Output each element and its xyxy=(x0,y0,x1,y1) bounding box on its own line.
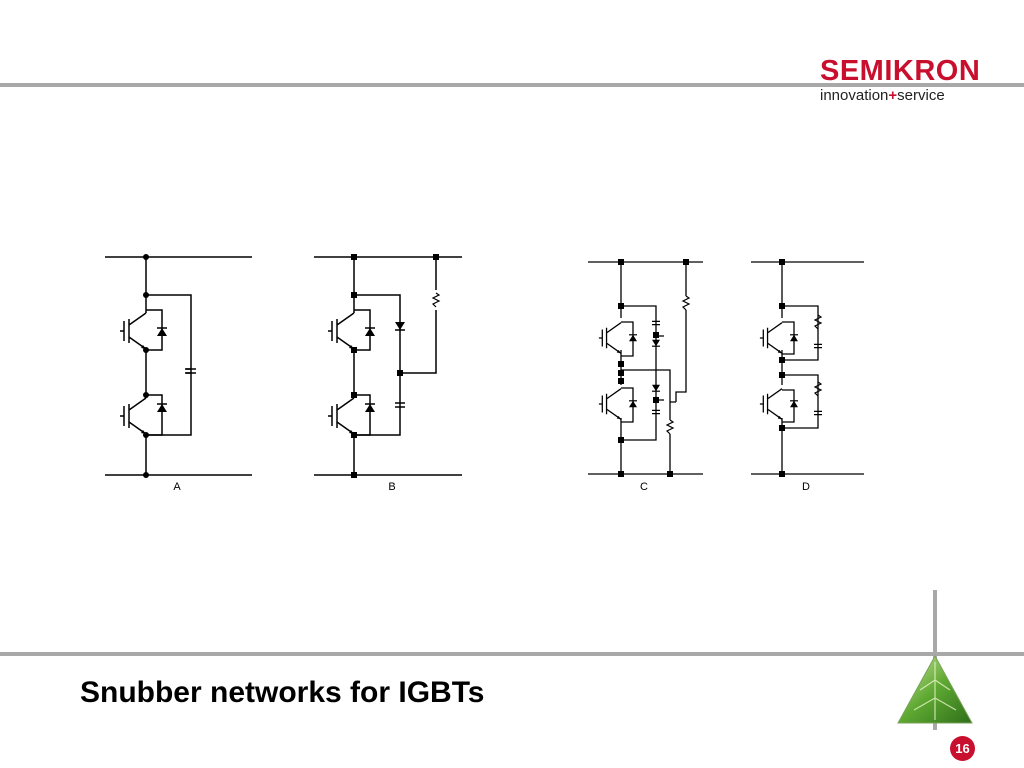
circuit-a xyxy=(105,256,252,476)
top-rule xyxy=(0,83,1024,87)
circuit-d-parts xyxy=(759,259,823,477)
circuit-c xyxy=(588,261,703,475)
slide-title: Snubber networks for IGBTs xyxy=(80,676,485,709)
circuit-a-parts xyxy=(119,254,197,478)
page-number-badge: 16 xyxy=(950,736,975,761)
logo-wordmark: SEMIKRON xyxy=(820,55,981,87)
circuit-b-parts xyxy=(327,254,440,478)
circuit-c-parts xyxy=(598,259,690,477)
circuit-b xyxy=(314,256,462,476)
circuit-d xyxy=(751,261,864,475)
label-b: B xyxy=(388,481,395,493)
logo-tagline: innovation+service xyxy=(820,87,945,104)
label-c: C xyxy=(640,481,648,493)
semikron-logo: SEMIKRON innovation+service xyxy=(820,55,981,104)
bottom-rule xyxy=(0,652,1024,656)
label-d: D xyxy=(802,481,810,493)
label-a: A xyxy=(173,481,181,493)
tree-icon xyxy=(897,590,973,730)
